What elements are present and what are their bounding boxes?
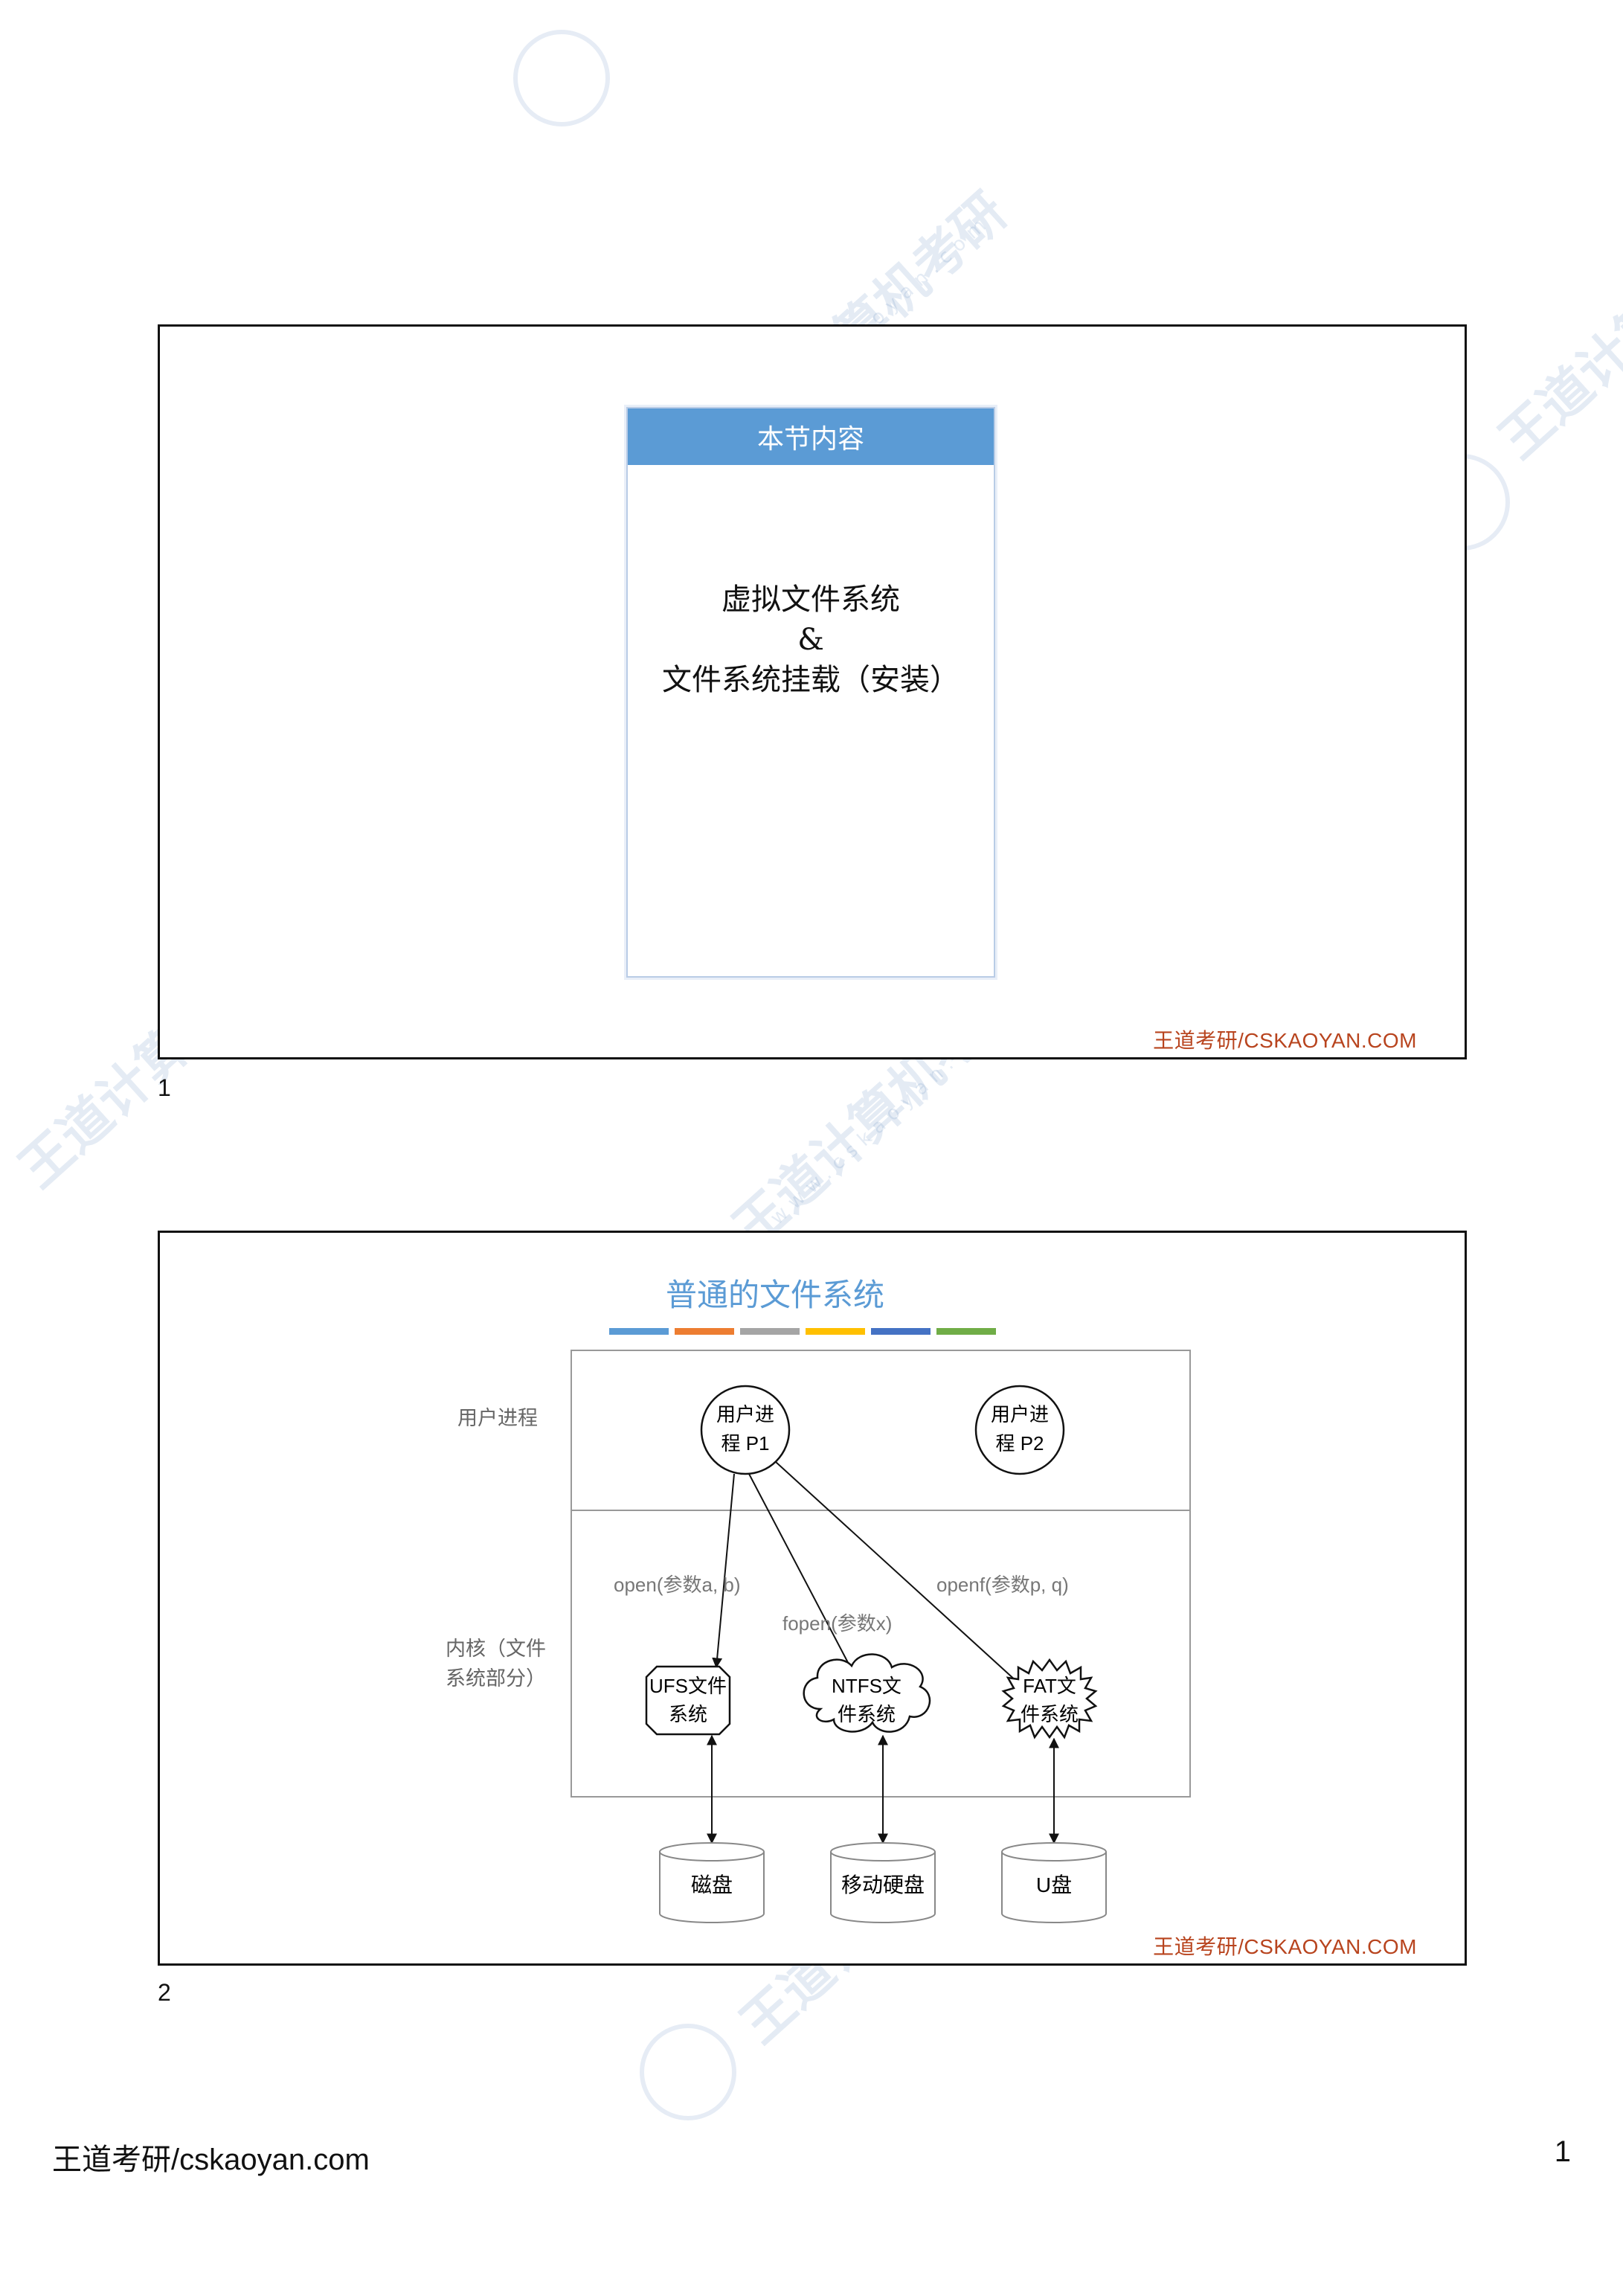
watermark-logo [513,30,610,126]
removable-disk-cylinder [830,1842,936,1923]
ntfs-line2: 件系统 [838,1703,896,1725]
process-p2-line1: 用户进 [991,1403,1049,1426]
slide-brand: 王道考研/CSKAOYAN.COM [1153,1935,1417,1958]
strip-segment [806,1328,865,1335]
removable-disk-label: 移动硬盘 [841,1873,925,1896]
label-kernel-1: 内核（文件 [446,1638,546,1660]
page-footer-text: 王道考研/cskaoyan.com [52,2143,370,2176]
card-line-ampersand: & [797,623,824,657]
arrow-openf [775,1461,1027,1690]
call-open: open(参数a, b) [614,1574,741,1596]
strip-segment [740,1328,800,1335]
card-title: 本节内容 [628,408,994,465]
card-line-virtual-fs: 虚拟文件系统 [721,583,900,617]
slide-brand: 王道考研/CSKAOYAN.COM [1153,1029,1417,1052]
strip-segment [609,1328,669,1335]
ntfs-filesystem-shape [803,1653,931,1733]
arrow-open [712,1473,735,1669]
disk-cylinder [659,1842,765,1923]
strip-segment [871,1328,931,1335]
ufs-line2: 系统 [669,1703,707,1725]
process-p1-line2: 程 P1 [721,1432,769,1455]
title-color-strip [609,1328,996,1335]
watermark-text: 王道计算机考研 [721,1766,1086,2077]
label-user-process: 用户进程 [457,1407,538,1429]
usb-disk-label: U盘 [1036,1873,1072,1896]
slide-1: 本节内容 虚拟文件系统 & 文件系统挂载（安装） 王道考研/CSKAOYAN.C… [158,324,1467,1059]
ufs-filesystem-shape [645,1665,731,1736]
call-openf: openf(参数p, q) [936,1574,1069,1596]
slide-title: 普通的文件系统 [665,1277,884,1313]
card-body: 虚拟文件系统 & 文件系统挂载（安装） [628,580,994,700]
ufs-line1: UFS文件 [649,1675,727,1697]
section-content-card: 本节内容 虚拟文件系统 & 文件系统挂载（安装） [626,407,995,978]
slide-number-1: 1 [158,1074,171,1101]
watermark-text: 王道计算机考研 [1488,181,1623,471]
arrow-fopen [748,1473,861,1688]
slide-2: 普通的文件系统 用户进程 内核（文件 系统部分） 用户进 程 P1 用户进 程 … [158,1231,1467,1966]
process-p1-line1: 用户进 [716,1403,774,1426]
fat-line1: FAT文 [1023,1675,1076,1697]
process-p2-circle [974,1385,1065,1475]
fat-line2: 件系统 [1021,1703,1079,1725]
process-p1-circle [700,1385,791,1475]
call-fopen: fopen(参数x) [782,1612,892,1635]
filesystem-diagram: 用户进程 内核（文件 系统部分） 用户进 程 P1 用户进 程 P2 open(… [446,1350,1191,1923]
slide-number-2: 2 [158,1979,171,2006]
strip-segment [675,1328,734,1335]
label-kernel-2: 系统部分） [446,1667,546,1690]
disk-label: 磁盘 [691,1873,733,1896]
watermark-logo [640,2024,736,2120]
card-line-mount: 文件系统挂载（安装） [662,663,960,697]
watermark-text: 王道计算机考研 [0,910,364,1221]
strip-segment [936,1328,996,1335]
fat-filesystem-shape [1001,1658,1098,1739]
ntfs-line1: NTFS文 [832,1675,902,1697]
page-number: 1 [1554,2135,1571,2168]
process-p2-line2: 程 P2 [995,1432,1044,1455]
usb-disk-cylinder [1001,1842,1107,1923]
